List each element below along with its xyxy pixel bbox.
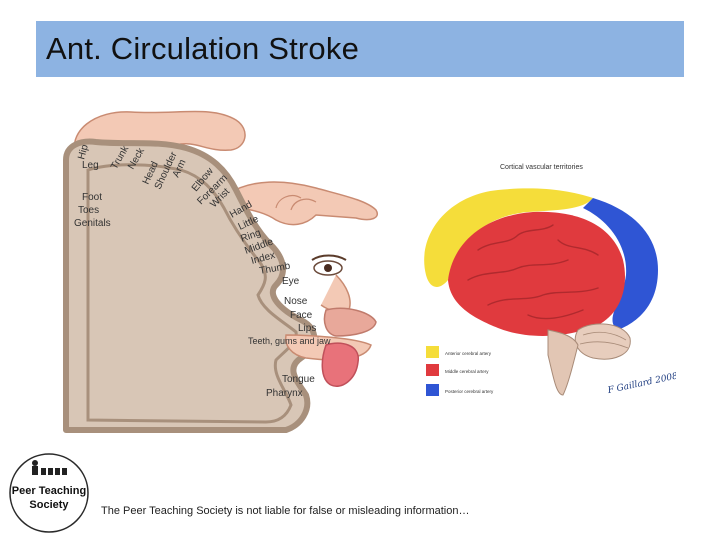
label-hip: Hip (76, 143, 91, 161)
label-tongue: Tongue (282, 374, 315, 385)
label-eye: Eye (282, 276, 300, 287)
label-face: Face (290, 310, 313, 321)
label-pharynx: Pharynx (266, 388, 303, 399)
hand-illustration (224, 181, 378, 226)
brain-figure-title: Cortical vascular territories (500, 164, 583, 171)
brainstem (547, 329, 579, 396)
logo-line2: Society (29, 499, 69, 511)
label-thumb: Thumb (259, 261, 292, 277)
label-toes: Toes (78, 205, 99, 216)
label-leg: Leg (82, 160, 99, 171)
peer-teaching-society-logo: Peer Teaching Society (9, 453, 89, 533)
label-nose: Nose (284, 296, 308, 307)
label-lips: Lips (298, 323, 316, 334)
pca-territory (583, 198, 658, 330)
aca-territory (424, 188, 593, 287)
legend-label-mca: Middle cerebral artery (445, 369, 489, 374)
cerebellum (574, 323, 631, 360)
title-bar: Ant. Circulation Stroke (36, 21, 684, 77)
motor-homunculus-diagram: Hip Leg Trunk Neck Head Shoulder Arm Elb… (63, 110, 378, 433)
brain-figure-watermark: F Gaillard 2008 (606, 371, 676, 396)
slide-title: Ant. Circulation Stroke (46, 31, 360, 66)
tongue-illustration (321, 342, 359, 387)
legend-swatch-pca (426, 384, 439, 396)
label-foot: Foot (82, 192, 102, 203)
legend-label-pca: Posterior cerebral artery (445, 389, 494, 394)
lips-illustration (323, 307, 377, 337)
brain-vascular-figure: Cortical vascular territories Anterior c… (424, 164, 676, 396)
logo-line1: Peer Teaching (12, 485, 86, 497)
legend-swatch-aca (426, 346, 439, 358)
motor-cortex-strip (63, 138, 318, 433)
people-icon (32, 460, 67, 475)
legend-swatch-mca (426, 364, 439, 376)
mca-territory (448, 211, 626, 336)
disclaimer-text: The Peer Teaching Society is not liable … (101, 505, 470, 517)
legend-label-aca: Anterior cerebral artery (445, 351, 492, 356)
label-genitals: Genitals (74, 218, 111, 229)
label-teeth: Teeth, gums and jaw (248, 336, 331, 346)
nose-illustration (320, 274, 351, 314)
